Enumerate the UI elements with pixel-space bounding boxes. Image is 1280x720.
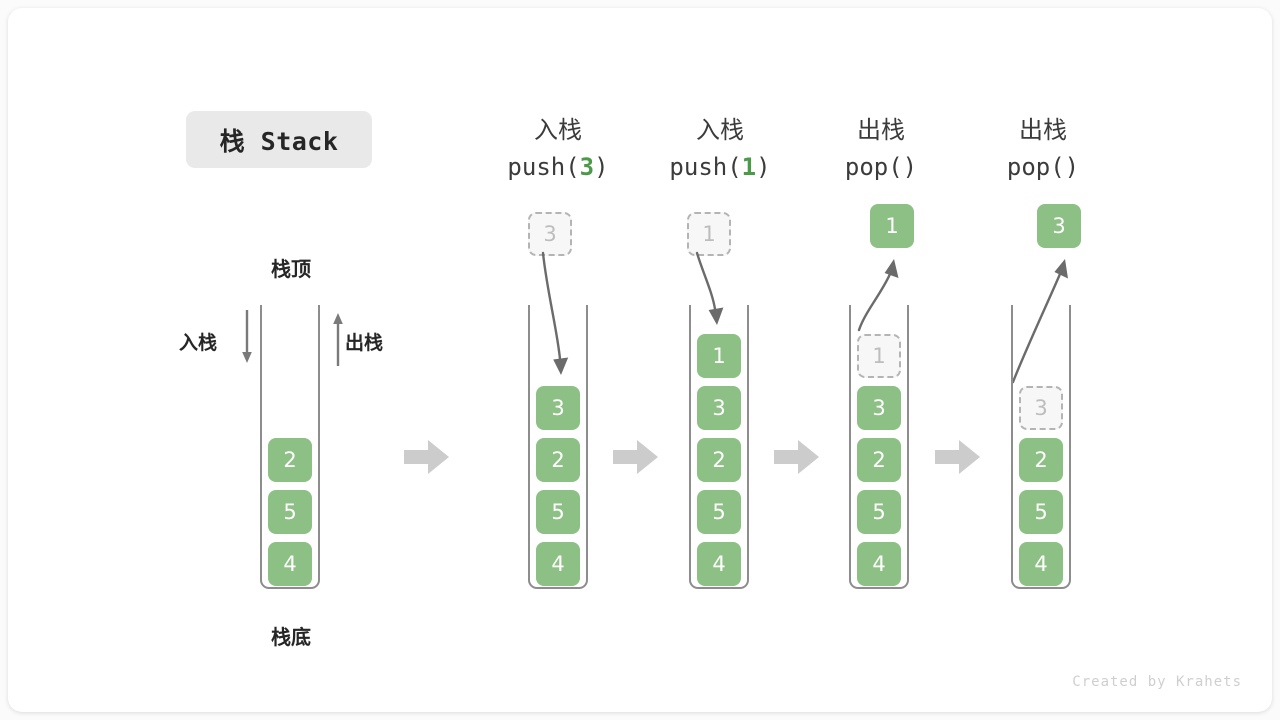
stack-cell: 5 [857,490,901,534]
stack-cell: 3 [857,386,901,430]
stack-cell: 4 [536,542,580,586]
stack-column-pop-1: 4 5 2 3 1 [849,305,909,589]
stack-cell: 3 [536,386,580,430]
stack-slots: 4 5 2 3 1 [849,326,909,586]
stack-slots: 4 5 2 3 [1011,378,1071,586]
stack-cell: 4 [268,542,312,586]
incoming-ghost-cell: 1 [687,212,731,256]
stack-column-push-3: 4 5 2 3 [528,305,588,589]
stack-cell: 5 [268,490,312,534]
pop-curve-arrow-icon [1011,259,1068,384]
stack-slots: 4 5 2 3 1 [689,326,749,586]
stack-column-pop-3: 4 5 2 3 [1011,305,1071,589]
stack-tube: 4 5 2 3 1 [689,305,749,589]
pop-direction-arrow-icon [333,313,343,366]
code-prefix: push( [507,153,580,182]
stack-tube: 4 5 2 [260,305,320,589]
code-arg: 1 [741,153,757,182]
diagram-title-badge: 栈 Stack [186,111,372,168]
stack-top-label: 栈顶 [271,257,311,281]
page-title: 栈 Stack [219,126,339,156]
code-arg: 3 [579,153,595,182]
code-suffix: ) [1064,153,1080,182]
stack-tube: 4 5 2 3 [528,305,588,589]
step-label-cn: 入栈 [534,116,582,144]
code-prefix: pop( [844,153,903,182]
stack-cell: 5 [697,490,741,534]
code-prefix: pop( [1006,153,1065,182]
stack-column-initial: 4 5 2 [260,305,320,589]
footer-credit: Created by Krahets [1072,674,1242,690]
step-header-push-1: 入栈 push(1) [640,113,800,184]
stack-tube: 4 5 2 3 1 [849,305,909,589]
stack-cell: 2 [1019,438,1063,482]
separator-2 [613,440,658,474]
stack-cell: 2 [697,438,741,482]
pop-curve-arrow-icon [857,259,899,332]
step-label-code: pop() [963,150,1123,184]
step-label-cn: 出栈 [857,116,905,144]
push-side-label: 入栈 [179,332,218,354]
stack-cell: 5 [536,490,580,534]
push-curve-arrow-icon [695,251,724,325]
separator-4 [935,440,980,474]
step-label-cn: 出栈 [1019,116,1067,144]
step-label-code: push(3) [478,150,638,184]
pop-side-label: 出栈 [345,332,384,354]
stack-cell: 4 [1019,542,1063,586]
stack-cell: 2 [857,438,901,482]
stack-cell: 3 [697,386,741,430]
popped-cell: 3 [1037,204,1081,248]
code-suffix: ) [756,153,771,182]
step-header-push-3: 入栈 push(3) [478,113,638,184]
stack-cell: 2 [268,438,312,482]
step-label-code: pop() [801,150,961,184]
removed-ghost-cell: 1 [857,334,901,378]
popped-cell: 1 [870,204,914,248]
separator-1 [404,440,449,474]
stack-cell: 1 [697,334,741,378]
code-suffix: ) [902,153,918,182]
step-header-pop-3: 出栈 pop() [963,113,1123,184]
diagram-canvas: 栈 Stack 4 5 2 栈顶 栈底 入栈 出栈 入栈 push(3) 3 [8,8,1272,712]
stack-tube: 4 5 2 3 [1011,305,1071,589]
stack-column-push-1: 4 5 2 3 1 [689,305,749,589]
removed-ghost-cell: 3 [1019,386,1063,430]
push-curve-arrow-icon [541,251,569,375]
stack-cell: 5 [1019,490,1063,534]
code-prefix: push( [669,153,742,182]
stack-bottom-label: 栈底 [271,625,311,649]
stack-cell: 4 [857,542,901,586]
stack-cell: 4 [697,542,741,586]
incoming-ghost-cell: 3 [528,212,572,256]
separator-3 [774,440,819,474]
step-label-cn: 入栈 [696,116,744,144]
step-header-pop-1: 出栈 pop() [801,113,961,184]
stack-cell: 2 [536,438,580,482]
stack-slots: 4 5 2 3 [528,378,588,586]
step-label-code: push(1) [640,150,800,184]
code-suffix: ) [594,153,609,182]
push-direction-arrow-icon [242,310,252,363]
stack-slots: 4 5 2 [260,430,320,586]
